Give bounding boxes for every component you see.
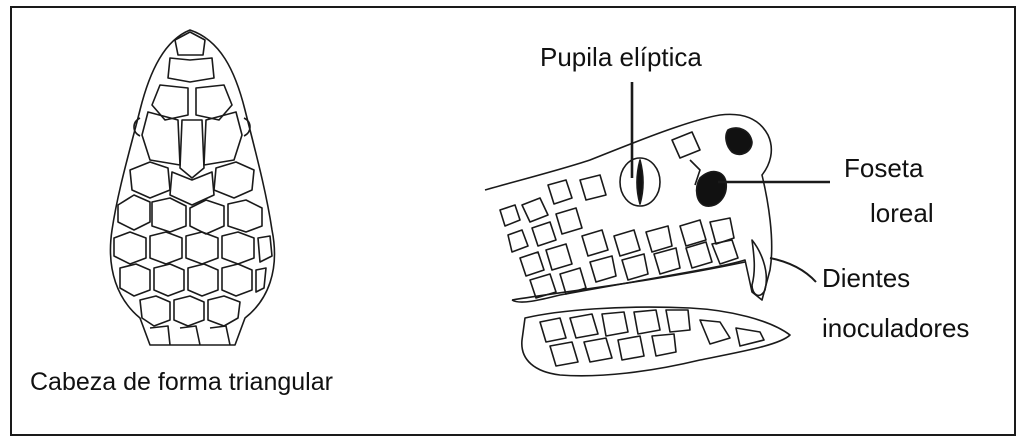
figure-caption: Cabeza de forma triangular	[30, 370, 333, 395]
fangs-label-line1: Dientes	[822, 265, 910, 291]
head-top-view-drawing	[110, 30, 274, 345]
pupil-label: Pupila elíptica	[540, 44, 702, 70]
fang-pointer-line	[770, 258, 816, 282]
head-side-view-drawing	[485, 114, 790, 375]
pit-label-line2: loreal	[870, 200, 934, 226]
pit-label-line1: Foseta	[844, 155, 924, 181]
fangs-label-line2: inoculadores	[822, 315, 969, 341]
